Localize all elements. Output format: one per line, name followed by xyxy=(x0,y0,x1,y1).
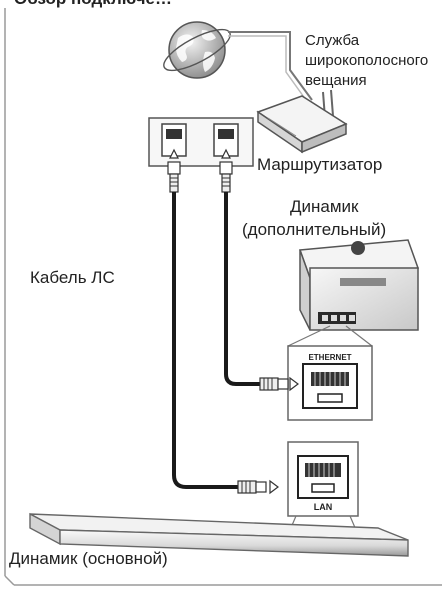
speaker-main-label: Динамик (основной) xyxy=(9,549,168,568)
router-label: Маршрутизатор xyxy=(257,155,382,174)
section-header: Обзор подключе… xyxy=(14,0,172,8)
speaker-extra-label-line2: (дополнительный) xyxy=(242,220,386,239)
router-port-panel xyxy=(149,118,253,166)
ethernet-port-label: ETHERNET xyxy=(308,353,351,362)
broadband-line-shadow xyxy=(228,36,306,100)
service-label-line3: вещания xyxy=(305,72,367,89)
service-label-line1: Служба xyxy=(305,32,360,49)
router-icon xyxy=(258,90,346,152)
cable-plug-ethernet xyxy=(260,378,288,390)
lan-cable-main xyxy=(174,192,238,487)
cable-plug-lan xyxy=(238,481,266,493)
cable-plug-left xyxy=(168,162,180,192)
cable-plug-right xyxy=(220,162,232,192)
speaker-extra-label-line1: Динамик xyxy=(290,197,359,216)
arrow-right-icon xyxy=(270,481,278,493)
cable-label: Кабель ЛС xyxy=(30,268,115,287)
globe-icon xyxy=(159,22,236,78)
service-label-line2: широкополосного xyxy=(305,52,428,69)
page-frame-corner xyxy=(5,576,14,585)
speaker-extra-icon xyxy=(300,240,418,330)
lan-port-label: LAN xyxy=(314,502,333,512)
